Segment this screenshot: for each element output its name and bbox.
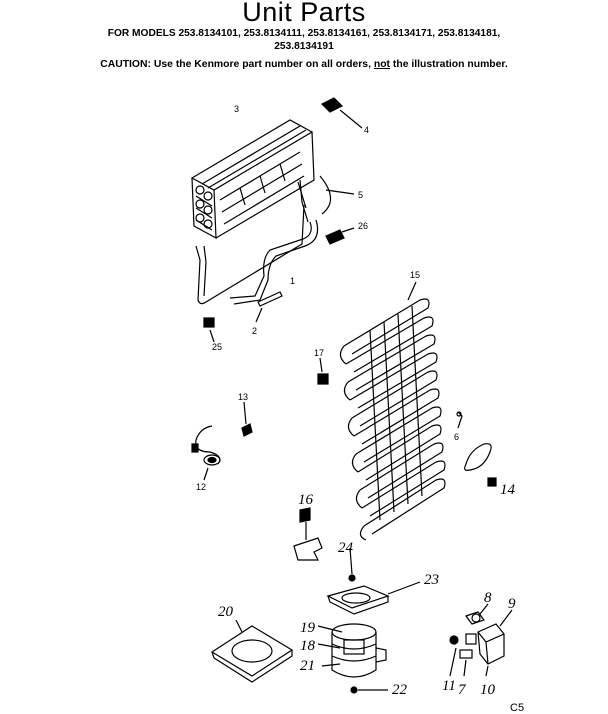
callout-26: 26 — [358, 221, 368, 231]
part-5-leader — [325, 189, 355, 195]
callout-15: 15 — [410, 270, 420, 280]
page-title: Unit Parts — [242, 0, 366, 27]
callout-3: 3 — [234, 104, 239, 114]
part-6-screw — [456, 411, 463, 429]
callout-19: 19 — [300, 620, 316, 636]
part-17-grommet — [317, 357, 329, 385]
callout-24: 24 — [338, 540, 354, 556]
callout-2: 2 — [252, 326, 257, 336]
callout-8: 8 — [484, 590, 492, 606]
part-23-drain-pan — [326, 581, 421, 615]
part-16-bracket — [293, 507, 323, 561]
callout-13: 13 — [238, 392, 248, 402]
caution-note: CAUTION: Use the Kenmore part number on … — [0, 59, 608, 70]
part-4-clip — [320, 97, 363, 129]
part-24-screw — [348, 547, 356, 582]
part-3-evaporator — [190, 119, 315, 240]
part-25-fitting — [203, 317, 215, 343]
part-15-condenser — [339, 281, 446, 541]
part-12-wire-harness — [191, 425, 221, 481]
models-list: FOR MODELS 253.8134101, 253.8134111, 253… — [0, 27, 608, 53]
callout-9: 9 — [508, 596, 516, 612]
callout-16: 16 — [298, 492, 314, 508]
part-13-clip — [241, 401, 253, 437]
caution-not: not — [373, 59, 391, 70]
relay-overload-assembly — [449, 603, 513, 677]
callout-25: 25 — [212, 342, 222, 352]
callout-1: 1 — [290, 276, 295, 286]
callout-21: 21 — [300, 658, 315, 674]
callout-5: 5 — [358, 190, 363, 200]
callout-18: 18 — [300, 638, 316, 654]
callout-10: 10 — [480, 682, 496, 698]
callout-20: 20 — [218, 604, 234, 620]
diagram-code: C5 — [510, 702, 524, 714]
callout-12: 12 — [196, 482, 206, 492]
caution-suffix: the illustration number. — [390, 59, 508, 70]
callout-22: 22 — [392, 682, 408, 698]
models-line-1: FOR MODELS 253.8134101, 253.8134111, 253… — [107, 28, 501, 39]
caution-prefix: CAUTION: Use the Kenmore part number on … — [100, 59, 374, 70]
compressor — [317, 623, 387, 678]
models-line-2: 253.8134191 — [274, 41, 334, 52]
part-2-tube-clip — [255, 291, 283, 323]
part-20-base-plate — [210, 619, 294, 683]
callout-14: 14 — [500, 482, 516, 498]
part-1-tubing — [195, 175, 332, 305]
callout-7: 7 — [458, 682, 467, 698]
callout-4: 4 — [364, 125, 369, 135]
callout-17: 17 — [314, 348, 324, 358]
callout-23: 23 — [424, 572, 439, 588]
callout-labels: 3 4 5 26 1 2 25 15 17 13 12 6 14 16 24 2… — [196, 104, 524, 714]
callout-6: 6 — [454, 432, 459, 442]
part-26-connector — [325, 227, 355, 245]
callout-11: 11 — [442, 678, 456, 694]
part-14-support — [464, 443, 497, 487]
part-22-grommet — [350, 686, 388, 694]
